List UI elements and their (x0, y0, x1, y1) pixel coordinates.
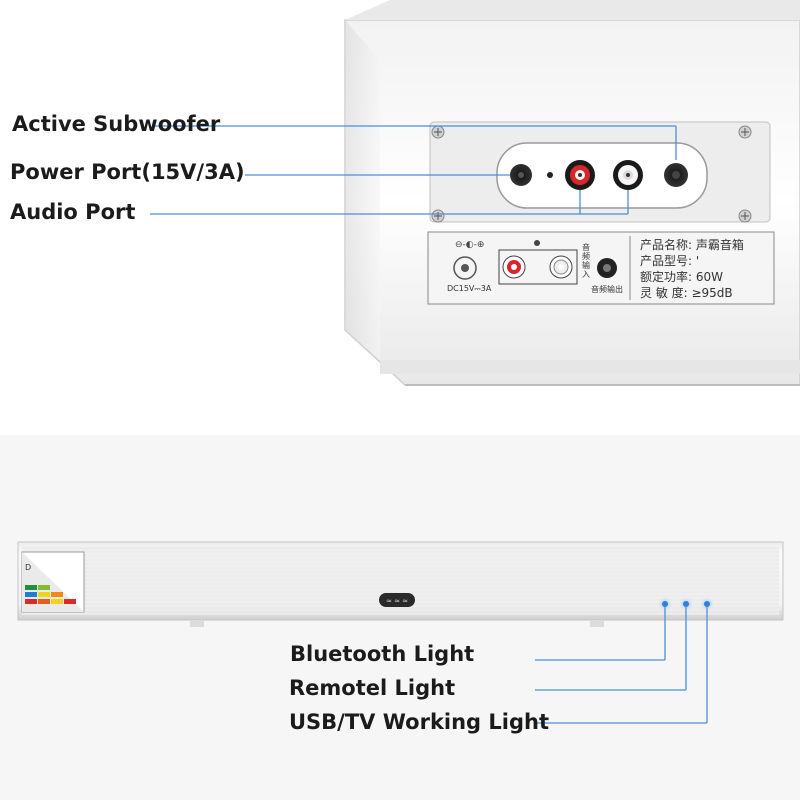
svg-text:D: D (25, 563, 31, 572)
plate-dc-label: DC15V⎓3A (447, 284, 492, 293)
screw-icon (738, 209, 752, 223)
svg-text:⊖-◐-⊕: ⊖-◐-⊕ (455, 240, 484, 250)
plate-audio-in-label: 音频输入 (582, 243, 590, 279)
plate-rated-power: 额定功率: 60W (640, 270, 723, 284)
plate-product-name: 产品名称: 声霸音箱 (640, 238, 744, 252)
label-usb-tv-light: USB/TV Working Light (289, 710, 549, 734)
label-power-port: Power Port(15V/3A) (10, 160, 245, 184)
brand-logo-badge (379, 593, 415, 607)
label-active-subwoofer: Active Subwoofer (12, 112, 221, 136)
screw-icon (431, 209, 445, 223)
soundbar-front-illustration: D ≈ ≈ ≈ (17, 541, 784, 724)
svg-text:≈ ≈ ≈: ≈ ≈ ≈ (386, 597, 408, 605)
label-remote-light: Remotel Light (289, 676, 456, 700)
speaker-rear-illustration: ⊖-◐-⊕ (150, 0, 800, 386)
indicator-hole (547, 172, 553, 178)
plate-product-model: 产品型号: ' (640, 254, 700, 268)
screw-icon (431, 125, 445, 139)
label-bluetooth-light: Bluetooth Light (290, 642, 475, 666)
usb-tv-indicator-light (704, 601, 710, 607)
rca-red-jack (565, 160, 595, 190)
rear-panel-photo: ⊖-◐-⊕ Active Subwoofer Power Port(15V/3A… (0, 0, 800, 400)
remote-indicator-light (683, 601, 689, 607)
screw-icon (738, 125, 752, 139)
rca-white-jack (613, 160, 643, 190)
plate-sensitivity: 灵 敏 度: ≥95dB (640, 286, 733, 300)
label-audio-port: Audio Port (10, 200, 136, 224)
subwoofer-jack (664, 163, 688, 187)
front-view-photo: D ≈ ≈ ≈ Bluetooth Light Remotel Light US… (0, 435, 800, 800)
dc-power-jack (510, 164, 532, 186)
plate-audio-out-label: 音频输出 (591, 285, 623, 294)
bluetooth-indicator-light (662, 601, 668, 607)
energy-label-sticker: D (21, 551, 85, 613)
